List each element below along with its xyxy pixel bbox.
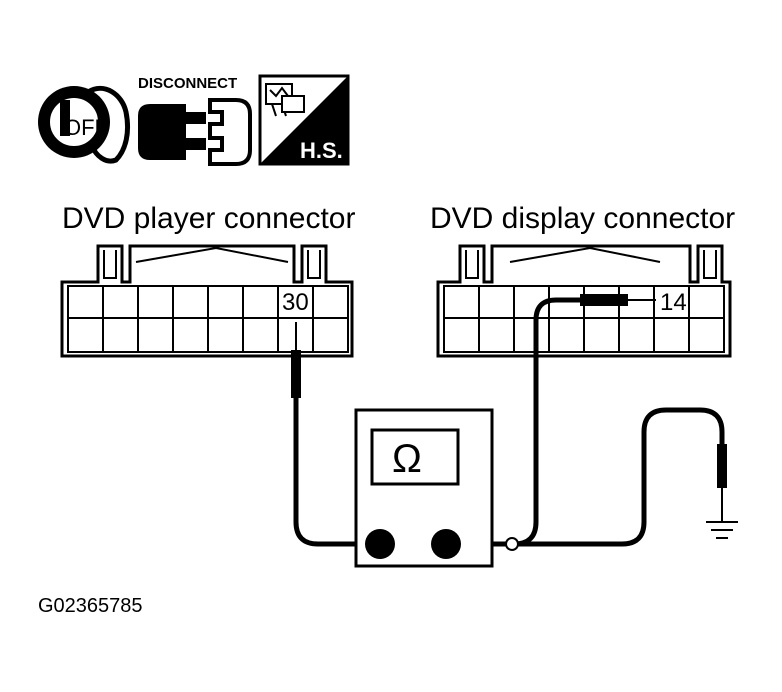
- player-connector-label: DVD player connector: [62, 202, 355, 235]
- ground-icon: [706, 521, 738, 539]
- ignition-off-icon: OFF: [38, 85, 131, 164]
- ohmmeter: Ω: [354, 408, 494, 568]
- ohm-icon: Ω: [392, 437, 422, 481]
- ignition-off-label: OFF: [64, 115, 108, 140]
- display-connector-label: DVD display connector: [430, 202, 735, 235]
- figure-id: G02365785: [38, 595, 143, 617]
- test-lead-player: [291, 322, 380, 547]
- lead-junction: [505, 537, 519, 551]
- display-pin-number: 14: [660, 289, 687, 316]
- meter-terminal-left: [365, 529, 395, 559]
- disconnect-label: DISCONNECT: [138, 75, 237, 92]
- player-connector: [60, 244, 354, 358]
- disconnect-icon: DISCONNECT: [138, 75, 252, 166]
- harness-check-icon: H.S.: [258, 74, 350, 166]
- test-lead-ground: [512, 407, 727, 547]
- player-pin-number: 30: [282, 289, 309, 316]
- meter-terminal-right: [431, 529, 461, 559]
- meter-display: [370, 428, 460, 486]
- display-connector: [436, 244, 732, 358]
- harness-label: H.S.: [300, 138, 343, 163]
